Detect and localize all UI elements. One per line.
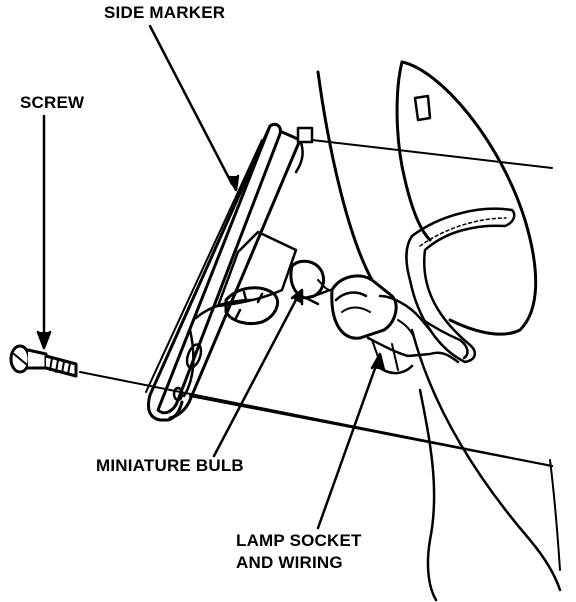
alignment-lines: [79, 139, 553, 467]
lamp-socket: [330, 274, 469, 375]
side-marker-label: SIDE MARKER: [104, 3, 226, 22]
screw: [9, 344, 78, 378]
fender-panel: [316, 60, 562, 602]
lamp-socket-label: LAMP SOCKET AND WIRING: [236, 530, 362, 574]
side-marker-housing: [145, 122, 314, 422]
miniature-bulb: [289, 259, 332, 306]
screw-label: SCREW: [20, 93, 85, 112]
miniature-bulb-label: MINIATURE BULB: [96, 456, 244, 475]
leader-lines: [36, 24, 386, 530]
lamp-socket-label-line1: LAMP SOCKET: [236, 531, 362, 550]
lamp-socket-label-line2: AND WIRING: [236, 553, 343, 572]
